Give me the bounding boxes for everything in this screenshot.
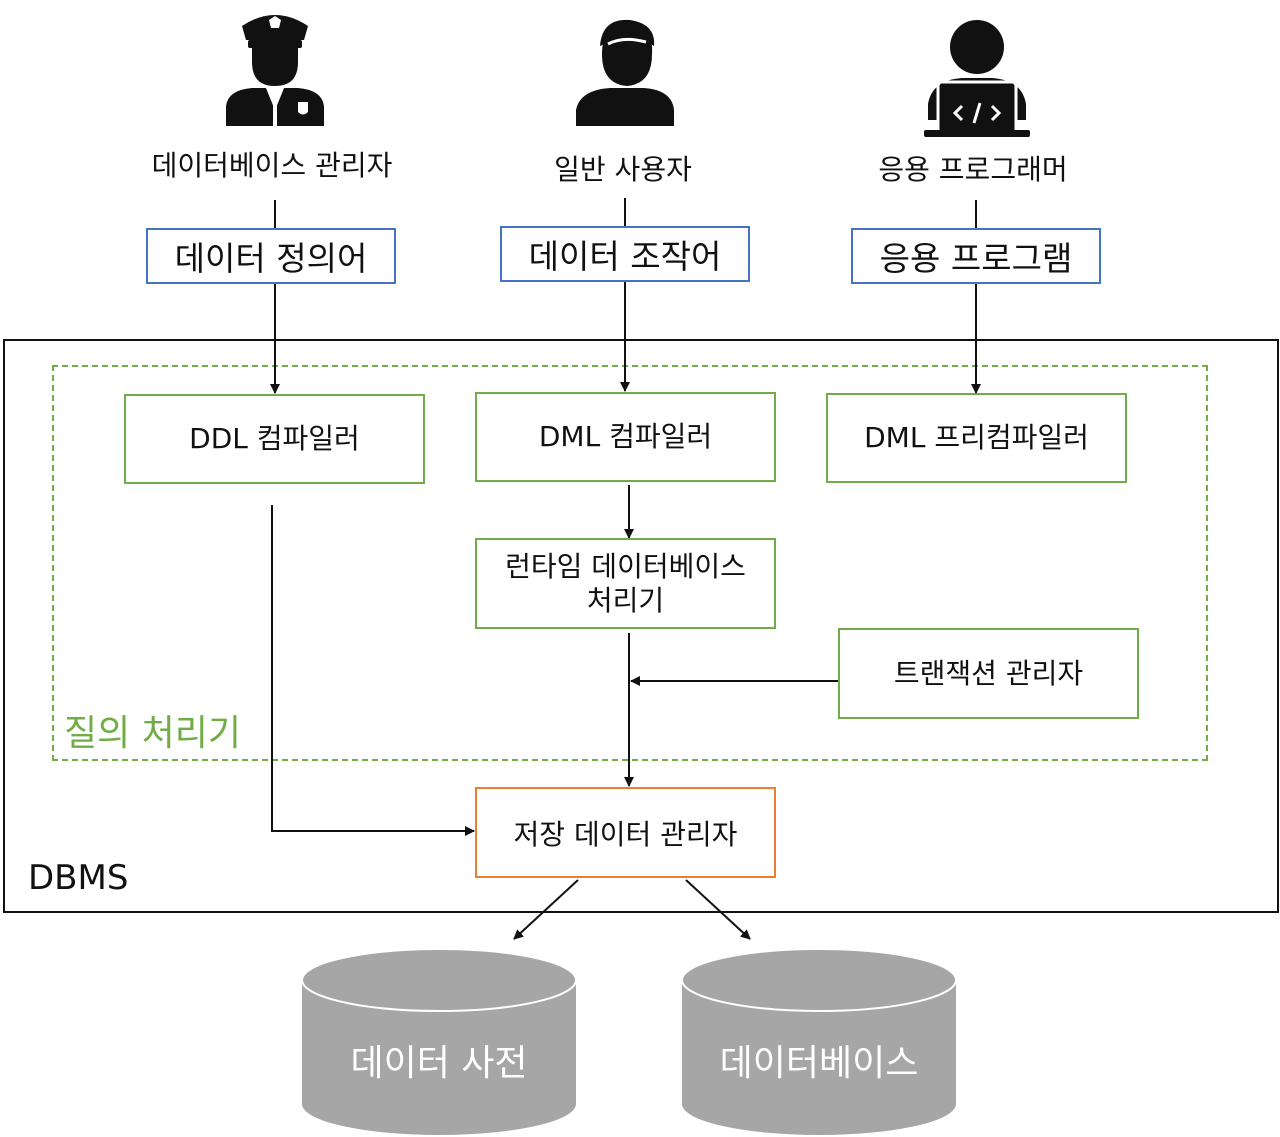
dml-compiler-box: DML 컴파일러 [475, 392, 776, 482]
dbms-boundary [3, 339, 1279, 913]
runtime-processor-label-line2: 처리기 [586, 583, 665, 617]
transaction-manager-box: 트랜잭션 관리자 [838, 628, 1139, 719]
dml-precompiler-box: DML 프리컴파일러 [826, 393, 1127, 483]
ddl-language-box: 데이터 정의어 [146, 228, 396, 284]
storage-to-database-arrow [685, 879, 751, 940]
dba-label: 데이터베이스 관리자 [151, 149, 393, 182]
ddl-compiler-to-storage-arrow [271, 505, 475, 836]
user-label: 일반 사용자 [554, 153, 692, 186]
programmer-label: 응용 프로그래머 [878, 153, 1068, 186]
police-officer-icon [226, 15, 324, 126]
app-program-box: 응용 프로그램 [851, 228, 1101, 284]
data-dictionary-label: 데이터 사전 [350, 1043, 528, 1084]
database-cylinder [681, 948, 957, 1135]
person-icon [576, 19, 674, 126]
database-label: 데이터베이스 [719, 1043, 919, 1084]
query-processor-label: 질의 처리기 [64, 713, 242, 754]
storage-to-dictionary-arrow [513, 879, 579, 940]
programmer-laptop-icon [924, 20, 1030, 137]
dml-language-box: 데이터 조작어 [500, 226, 750, 282]
dbms-label: DBMS [28, 858, 129, 898]
storage-manager-box: 저장 데이터 관리자 [475, 787, 776, 878]
data-dictionary-cylinder [301, 948, 577, 1135]
ddl-compiler-box: DDL 컴파일러 [124, 394, 425, 484]
runtime-processor-box: 런타임 데이터베이스 처리기 [475, 538, 776, 629]
runtime-processor-label-line1: 런타임 데이터베이스 [505, 549, 746, 583]
